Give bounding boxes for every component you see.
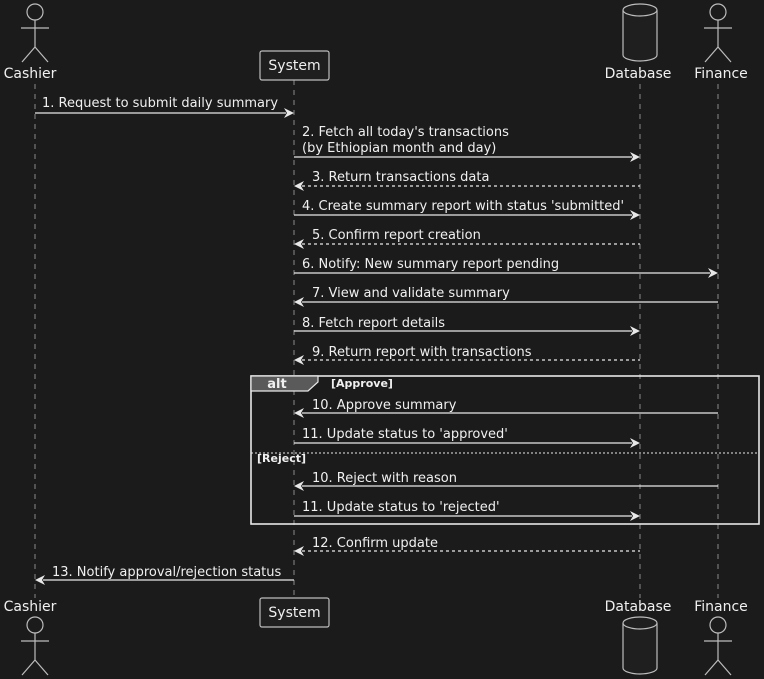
database-label-bottom: Database xyxy=(605,599,672,615)
message-11b-label: 11. Update status to 'rejected' xyxy=(302,500,500,515)
message-2: 2. Fetch all today's transactions (by Et… xyxy=(294,125,640,162)
message-6-label: 6. Notify: New summary report pending xyxy=(302,257,559,272)
database-participant-bottom: Database xyxy=(605,599,672,675)
database-label-top: Database xyxy=(605,66,672,82)
message-9: 9. Return report with transactions xyxy=(294,345,640,365)
database-participant-top: Database xyxy=(605,3,672,82)
message-12-label: 12. Confirm update xyxy=(312,536,438,551)
cashier-actor-icon xyxy=(26,616,44,634)
finance-actor-icon xyxy=(709,616,727,634)
alt-guard-reject: [Reject] xyxy=(257,452,306,465)
message-3-label: 3. Return transactions data xyxy=(312,170,489,185)
message-4-label: 4. Create summary report with status 'su… xyxy=(302,199,624,214)
system-box xyxy=(259,50,330,81)
message-1: 1. Request to submit daily summary xyxy=(35,96,294,118)
database-icon xyxy=(622,10,658,62)
cashier-actor-top: Cashier xyxy=(4,3,57,82)
finance-label-top: Finance xyxy=(694,66,748,82)
message-7-label: 7. View and validate summary xyxy=(312,286,510,301)
cashier-actor-icon xyxy=(26,3,44,21)
message-5: 5. Confirm report creation xyxy=(294,228,640,249)
message-11a: 11. Update status to 'approved' xyxy=(294,427,640,448)
message-2-label-line1: 2. Fetch all today's transactions xyxy=(302,125,509,140)
message-2-label-line2: (by Ethiopian month and day) xyxy=(302,141,496,156)
alt-guard-approve: [Approve] xyxy=(331,377,393,390)
message-13-label: 13. Notify approval/rejection status xyxy=(52,565,282,580)
message-12: 12. Confirm update xyxy=(294,536,640,556)
system-participant-top: System xyxy=(259,50,330,81)
finance-actor-top: Finance xyxy=(694,3,748,82)
alt-tab xyxy=(250,375,319,392)
alt-frame: alt [Approve] [Reject] xyxy=(250,375,760,525)
message-4: 4. Create summary report with status 'su… xyxy=(294,199,640,220)
cashier-actor-bottom: Cashier xyxy=(4,599,57,676)
message-11a-label: 11. Update status to 'approved' xyxy=(302,427,508,442)
message-10a: 10. Approve summary xyxy=(294,398,718,418)
message-13: 13. Notify approval/rejection status xyxy=(35,565,294,585)
message-9-label: 9. Return report with transactions xyxy=(312,345,532,360)
message-10b: 10. Reject with reason xyxy=(294,471,718,491)
message-8-label: 8. Fetch report details xyxy=(302,316,445,331)
message-6: 6. Notify: New summary report pending xyxy=(294,257,718,278)
alt-keyword: alt xyxy=(267,377,286,392)
system-participant-bottom: System xyxy=(259,597,330,628)
message-3: 3. Return transactions data xyxy=(294,170,640,191)
finance-actor-icon xyxy=(709,3,727,21)
message-10a-label: 10. Approve summary xyxy=(312,398,457,413)
cashier-label-bottom: Cashier xyxy=(4,599,57,615)
message-11b: 11. Update status to 'rejected' xyxy=(294,500,640,521)
alt-frame-border xyxy=(250,375,760,525)
system-label-top: System xyxy=(268,58,320,74)
message-1-label: 1. Request to submit daily summary xyxy=(42,96,278,111)
message-10b-label: 10. Reject with reason xyxy=(312,471,457,486)
system-label-bottom: System xyxy=(268,605,320,621)
finance-label-bottom: Finance xyxy=(694,599,748,615)
finance-actor-bottom: Finance xyxy=(694,599,748,676)
database-icon xyxy=(622,623,658,675)
message-7: 7. View and validate summary xyxy=(294,286,718,307)
cashier-label-top: Cashier xyxy=(4,66,57,82)
message-8: 8. Fetch report details xyxy=(294,316,640,336)
message-5-label: 5. Confirm report creation xyxy=(312,228,481,243)
system-box xyxy=(259,597,330,628)
